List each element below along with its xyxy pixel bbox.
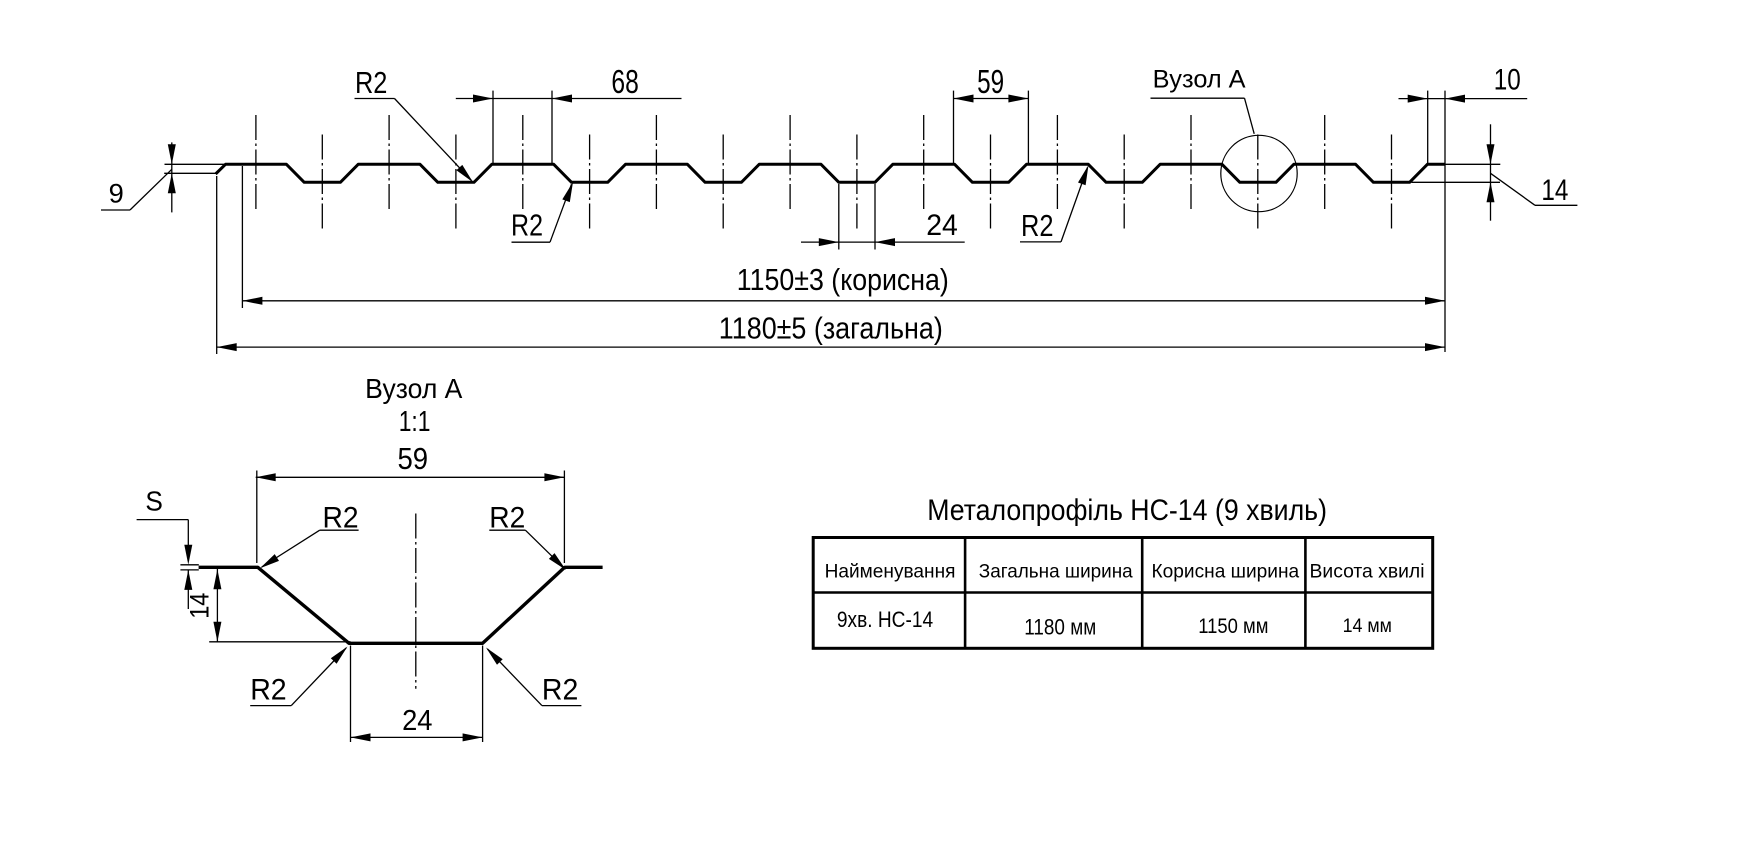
svg-text:R2: R2: [355, 65, 387, 100]
svg-text:14 мм: 14 мм: [1343, 616, 1392, 637]
svg-text:1180 мм: 1180 мм: [1024, 614, 1096, 639]
svg-text:R2: R2: [511, 208, 543, 243]
svg-text:R2: R2: [250, 674, 287, 707]
svg-text:10: 10: [1494, 64, 1521, 97]
svg-text:Вузол А: Вузол А: [365, 373, 463, 404]
svg-text:1180±5 (загальна): 1180±5 (загальна): [719, 312, 943, 346]
svg-text:Загальна ширина: Загальна ширина: [979, 561, 1133, 583]
svg-text:Корисна ширина: Корисна ширина: [1152, 561, 1300, 583]
svg-text:1150 мм: 1150 мм: [1198, 614, 1268, 638]
svg-text:Вузол А: Вузол А: [1153, 65, 1246, 93]
svg-text:9: 9: [109, 178, 124, 208]
svg-text:68: 68: [611, 63, 638, 100]
svg-text:1:1: 1:1: [399, 406, 431, 438]
svg-text:24: 24: [926, 209, 958, 242]
svg-text:R2: R2: [1021, 208, 1054, 243]
svg-text:59: 59: [977, 63, 1004, 100]
svg-text:Висота хвилі: Висота хвилі: [1310, 561, 1425, 583]
svg-text:9хв. НС-14: 9хв. НС-14: [837, 607, 933, 632]
svg-text:Найменування: Найменування: [825, 561, 956, 583]
svg-text:R2: R2: [323, 501, 359, 534]
svg-text:24: 24: [402, 705, 432, 737]
svg-text:Металопрофіль НС-14 (9 хвиль): Металопрофіль НС-14 (9 хвиль): [927, 494, 1327, 527]
svg-text:R2: R2: [542, 674, 578, 707]
svg-text:1150±3 (корисна): 1150±3 (корисна): [737, 263, 949, 297]
svg-text:14: 14: [1541, 174, 1568, 207]
svg-text:R2: R2: [489, 501, 525, 534]
svg-text:S: S: [145, 485, 163, 516]
svg-text:59: 59: [398, 442, 429, 476]
svg-text:14: 14: [185, 593, 215, 619]
